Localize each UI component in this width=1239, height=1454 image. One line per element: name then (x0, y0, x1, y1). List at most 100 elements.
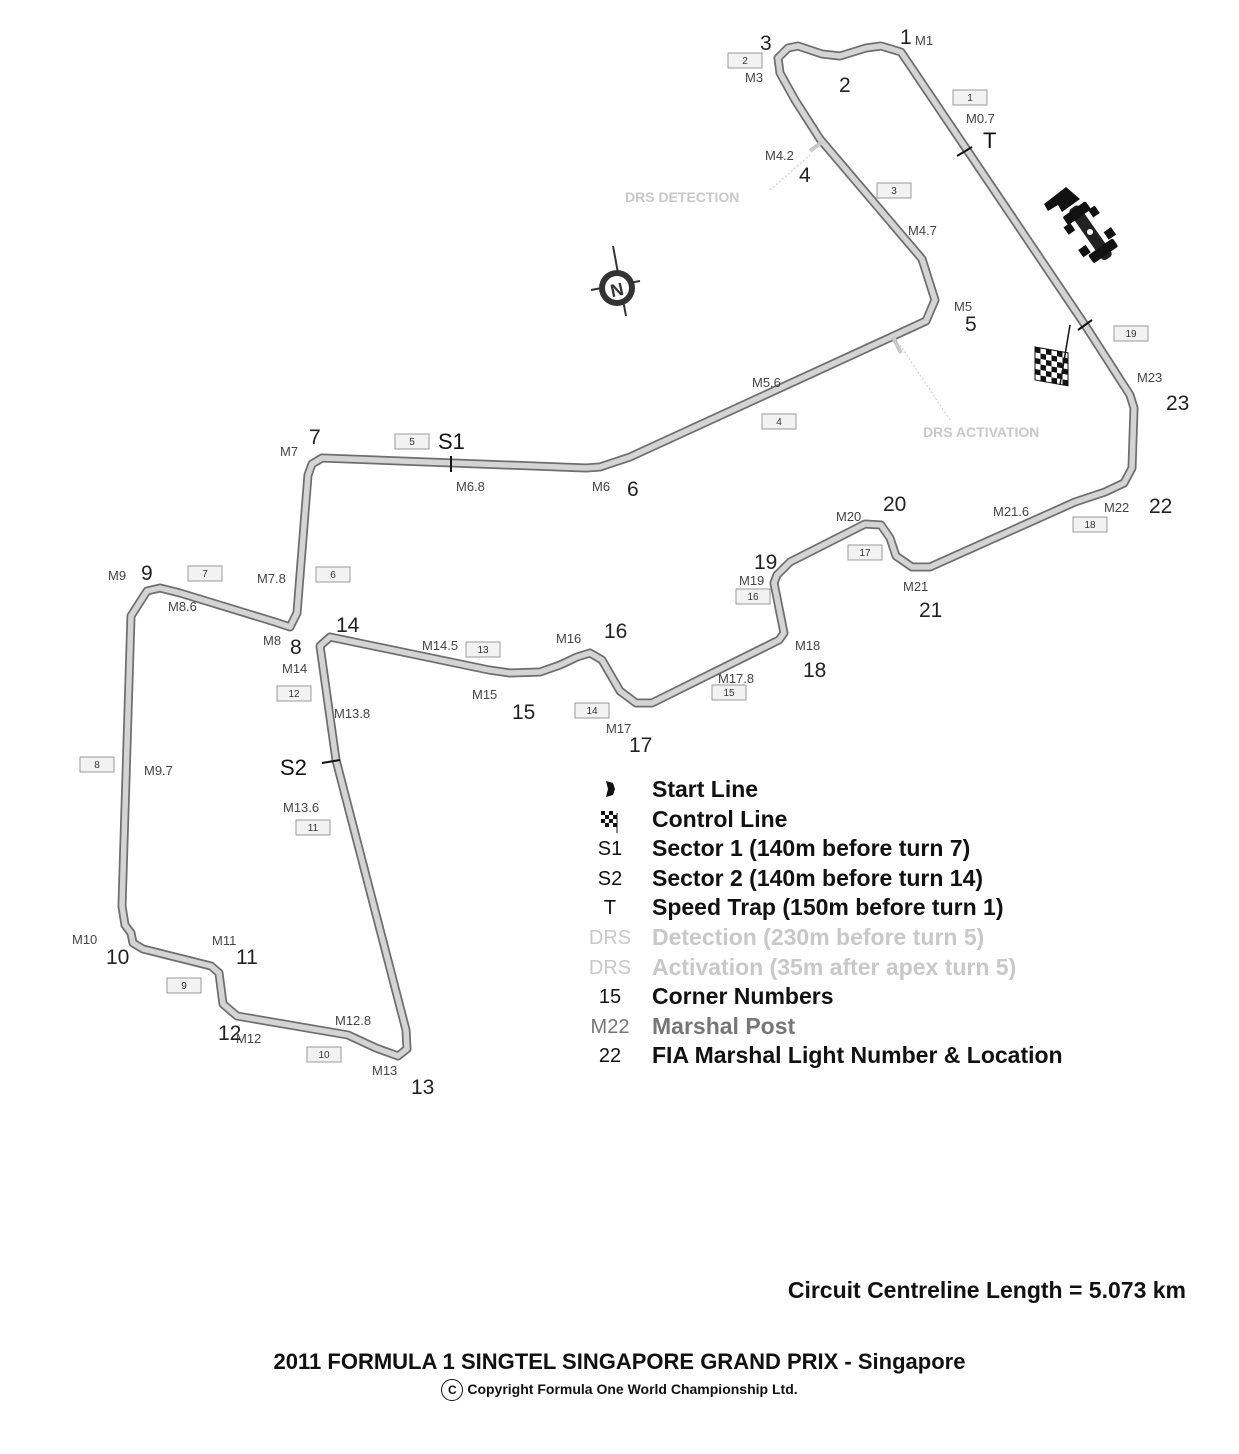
corner-number: 14 (336, 614, 360, 637)
fia-light-box: 10 (306, 1046, 342, 1063)
corner-number: 7 (309, 426, 321, 449)
fia-light-number: 5 (409, 437, 415, 448)
start-line-icon (1044, 187, 1118, 263)
marshal-post-label: M9 (108, 568, 126, 583)
fia-light-number: 19 (1125, 329, 1137, 340)
speed-trap-label: T (983, 128, 996, 153)
corner-number: 21 (919, 599, 942, 622)
fia-light-box: 1 (952, 89, 988, 106)
marshal-post-label: M11 (212, 933, 236, 948)
legend-symbol: 22 (598, 1045, 622, 1068)
fia-light-box: 7 (187, 565, 223, 582)
legend-row: 22 FIA Marshal Light Number & Location (585, 1042, 1105, 1072)
fia-light-box: 11 (295, 819, 331, 836)
control-line (1077, 319, 1093, 331)
fia-light-number: 7 (202, 569, 208, 580)
fia-light-number: 18 (1084, 520, 1096, 531)
marshal-post-label: M4.7 (908, 223, 937, 238)
marshal-post-label: M23 (1137, 370, 1162, 385)
legend-symbol: 15 (598, 986, 622, 1009)
marshal-post-label: M7.8 (257, 571, 286, 586)
sector2-label: S2 (280, 755, 307, 780)
legend-symbol: M22 (590, 1015, 630, 1038)
legend-text: Start Line (652, 776, 759, 802)
legend-symbol: S2 (597, 867, 623, 890)
legend-text: Control Line (652, 805, 788, 832)
corner-number: 11 (236, 946, 258, 969)
marshal-post-label: M9.7 (144, 763, 173, 778)
copyright-symbol: C (441, 1379, 464, 1401)
marshal-post-label: M14.5 (422, 638, 458, 653)
marshal-post-label: M22 (1104, 500, 1129, 515)
legend-text: Activation (35m after apex turn 5) (652, 953, 1017, 980)
marshal-post-label: M18 (795, 638, 820, 653)
marshal-post-label: M5.6 (752, 375, 781, 390)
fia-light-number: 13 (477, 645, 489, 656)
fia-light-number: 4 (776, 417, 782, 428)
legend-text: FIA Marshal Light Number & Location (652, 1042, 1063, 1069)
marshal-posts: M1M0.7M3M4.2M4.7M5M5.6M6M6.8M7M7.8M8M8.6… (72, 33, 1162, 1078)
fia-light-box: 8 (79, 756, 115, 773)
corner-number: 23 (1166, 392, 1189, 415)
fia-light-number: 12 (288, 689, 300, 700)
fia-light-box: 12 (276, 685, 312, 702)
fia-light-box: 14 (574, 702, 610, 719)
fia-light-box: 3 (876, 182, 912, 199)
marshal-post-label: M13.6 (283, 800, 319, 815)
legend-symbol: DRS (588, 926, 632, 949)
fia-light-number: 1 (967, 93, 973, 104)
marshal-post-label: M8 (263, 633, 281, 648)
marshal-post-label: M13 (372, 1063, 397, 1078)
fia-light-box: 18 (1072, 516, 1108, 533)
fia-light-number: 6 (330, 570, 336, 581)
legend-text: Sector 1 (140m before turn 7) (652, 835, 971, 862)
fia-light-number: 15 (723, 688, 735, 699)
corner-number: 12 (218, 1022, 241, 1045)
marshal-post-label: M13.8 (334, 706, 370, 721)
legend-row: M22 Marshal Post (585, 1013, 1105, 1043)
checkered-flag-icon (585, 809, 635, 841)
marshal-post-label: M17 (606, 721, 631, 736)
fia-light-number: 11 (308, 823, 319, 834)
svg-text:N: N (608, 279, 625, 301)
fia-light-number: 14 (586, 706, 598, 717)
legend-row: Control Line (585, 806, 1105, 836)
marshal-post-label: M17.8 (718, 671, 754, 686)
track (117, 41, 1139, 1061)
corner-number: 9 (141, 562, 153, 585)
corner-number: 10 (106, 946, 129, 969)
marshal-post-label: M6.8 (456, 479, 485, 494)
drs-detection-line (808, 140, 824, 153)
legend-text: Marshal Post (652, 1012, 796, 1039)
copyright-text: Copyright Formula One World Championship… (467, 1381, 798, 1397)
circuit-length: Circuit Centreline Length = 5.073 km (787, 1277, 1186, 1303)
fia-light-number: 2 (742, 56, 748, 67)
marshal-post-label: M7 (280, 444, 298, 459)
legend-row: Start Line (585, 776, 1105, 806)
corner-number: 19 (754, 551, 777, 574)
fia-light-box: 19 (1113, 325, 1149, 342)
legend-symbol: S1 (597, 838, 623, 861)
fia-light-box: 6 (315, 566, 351, 583)
marshal-post-label: M3 (745, 70, 763, 85)
fia-light-number: 3 (891, 186, 897, 197)
drs-detection-label: DRS DETECTION (625, 189, 739, 205)
fia-light-box: 9 (166, 977, 202, 994)
marshal-post-label: M8.6 (168, 599, 197, 614)
corner-number: 16 (604, 620, 627, 643)
fia-light-number: 16 (747, 592, 759, 603)
corner-number: 2 (839, 74, 851, 97)
marshal-post-label: M12 (236, 1031, 261, 1046)
fia-light-box: 4 (761, 413, 797, 430)
fia-light-number: 17 (859, 548, 871, 559)
fia-light-box: 16 (735, 588, 771, 605)
marshal-post-label: M10 (72, 932, 97, 947)
legend-text: Speed Trap (150m before turn 1) (652, 894, 1004, 921)
start-line-icon (585, 779, 635, 805)
marshal-post-label: M12.8 (335, 1013, 371, 1028)
legend-text: Corner Numbers (652, 983, 834, 1010)
